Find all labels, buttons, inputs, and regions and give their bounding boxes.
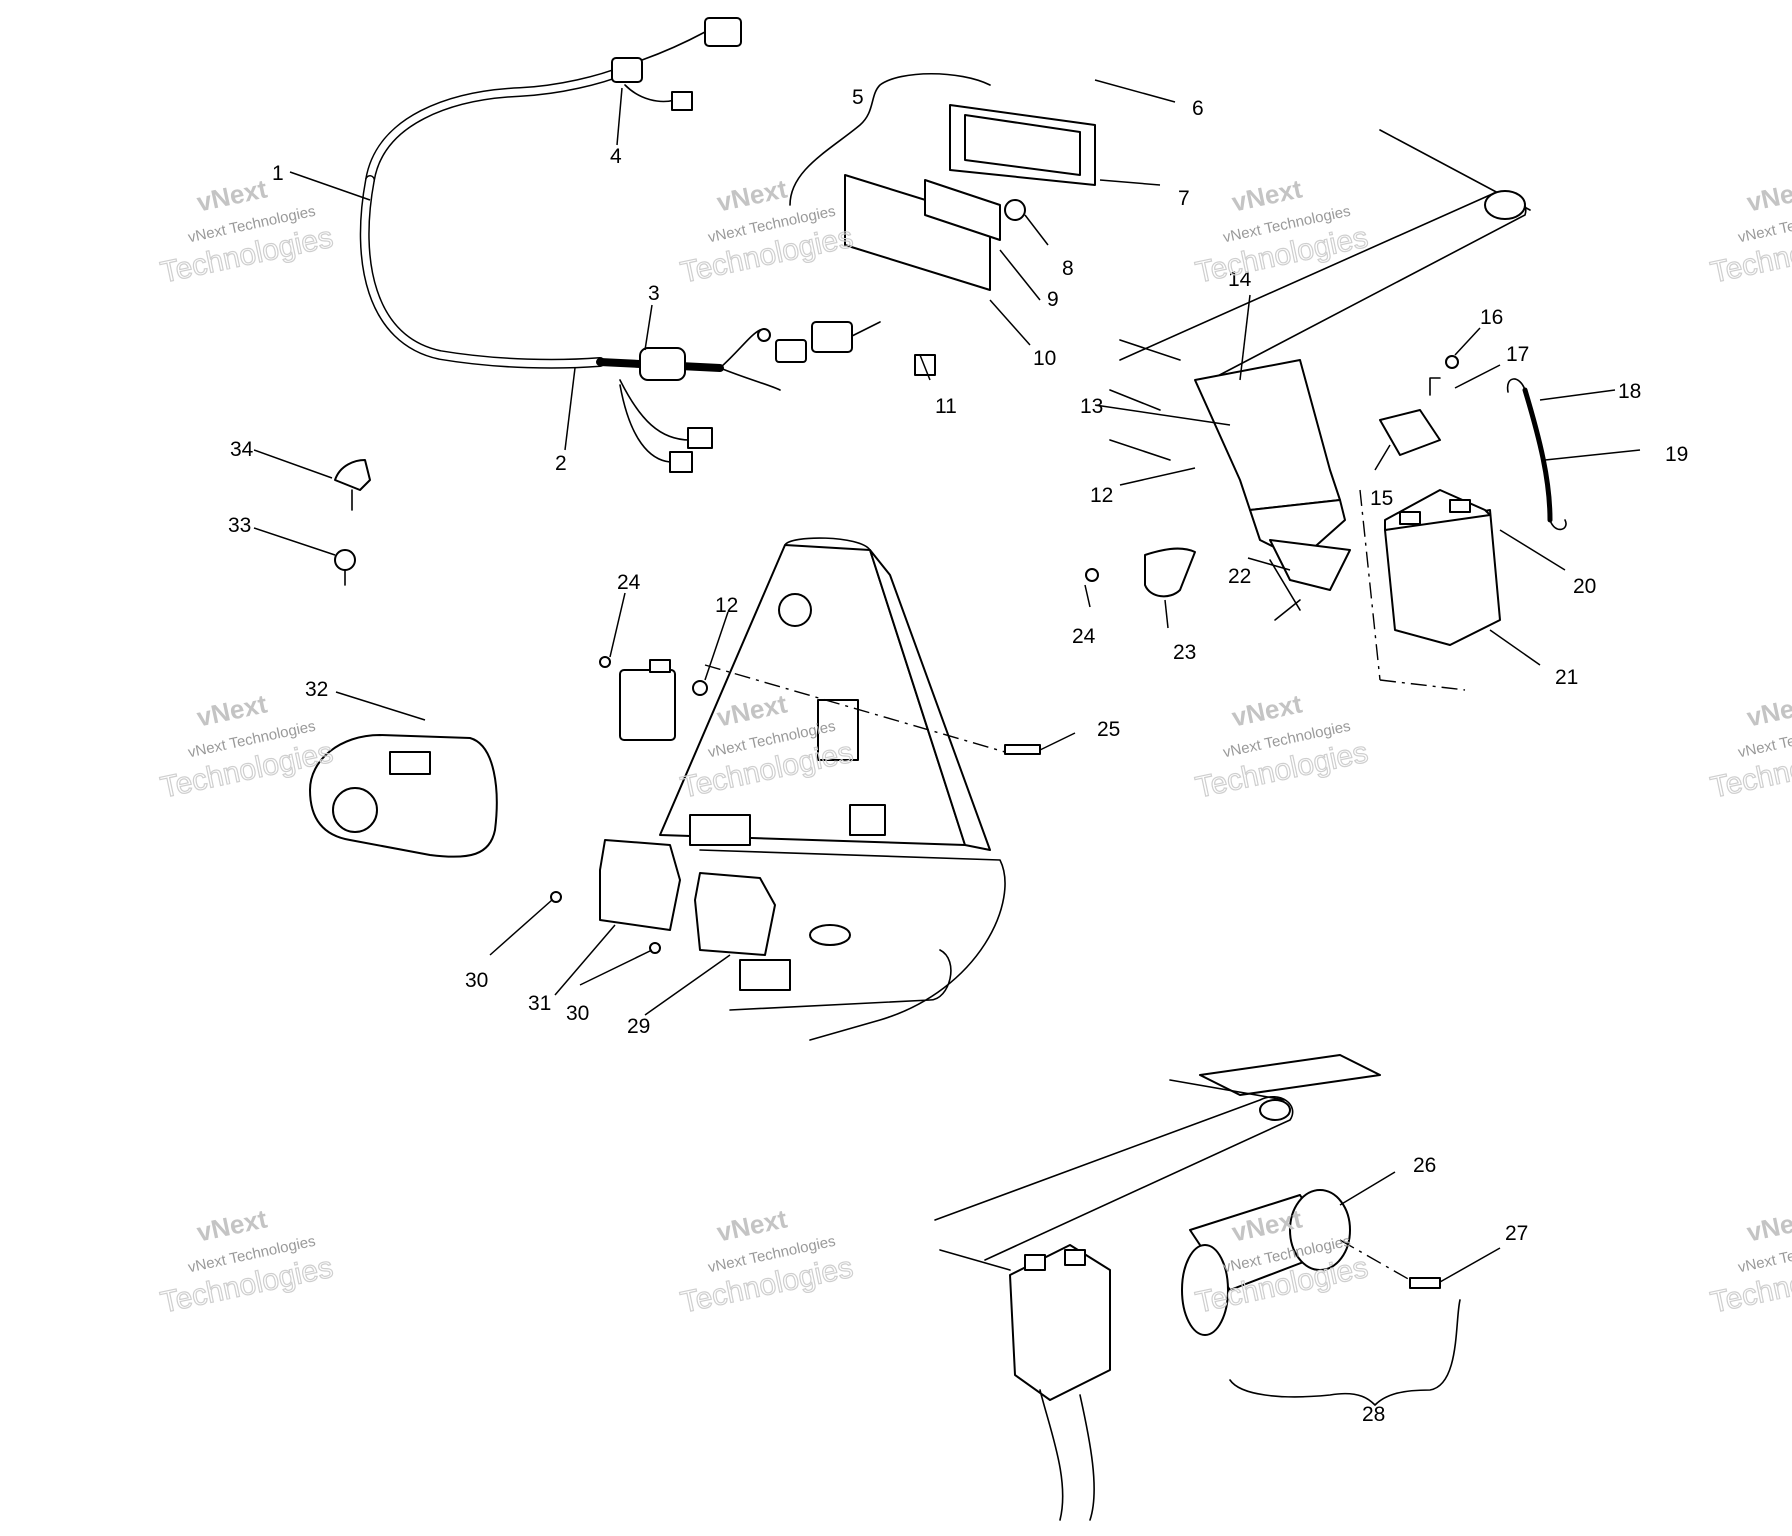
callout-32: 32 <box>305 678 328 701</box>
callout-16: 16 <box>1480 306 1503 329</box>
callout-30a: 30 <box>465 969 488 992</box>
callout-15: 15 <box>1370 487 1393 510</box>
callout-12a: 12 <box>1090 484 1113 507</box>
callout-1: 1 <box>272 162 284 185</box>
callout-23: 23 <box>1173 641 1196 664</box>
svg-text:vNext: vNext <box>714 173 790 217</box>
watermark-2: vNext vNext Technologies Technologies <box>677 173 856 290</box>
callout-8: 8 <box>1062 257 1074 280</box>
watermark-10: vNext vNext Technologies Technologies <box>677 1203 856 1320</box>
watermark-7: vNext vNext Technologies Technologies <box>1192 688 1371 805</box>
svg-text:vNext: vNext <box>194 173 270 217</box>
callout-24b: 24 <box>617 571 641 594</box>
svg-text:vNext: vNext <box>1229 688 1305 732</box>
svg-text:vNext: vNext <box>1229 173 1305 217</box>
watermark-3: vNext vNext Technologies Technologies <box>1192 173 1371 290</box>
callout-6: 6 <box>1192 97 1204 120</box>
callout-13: 13 <box>1080 395 1103 418</box>
svg-text:vNext: vNext <box>194 1203 270 1247</box>
callout-7: 7 <box>1178 187 1190 210</box>
frame-battery-area <box>1085 129 1567 1096</box>
callout-18: 18 <box>1618 380 1641 403</box>
svg-text:vNext: vNext <box>1744 1203 1792 1247</box>
callout-30b: 30 <box>566 1002 589 1025</box>
callout-25: 25 <box>1097 718 1120 741</box>
callout-29: 29 <box>627 1015 650 1038</box>
callout-12b: 12 <box>715 594 738 617</box>
callout-17: 17 <box>1506 343 1529 366</box>
callout-22: 22 <box>1228 565 1251 588</box>
callout-2: 2 <box>555 452 567 475</box>
reservoir <box>309 734 498 858</box>
watermark-12: vNext vNext Technologies Technologies <box>1707 1203 1792 1320</box>
svg-text:vNext: vNext <box>714 1203 790 1247</box>
callout-33: 33 <box>228 514 251 537</box>
callout-11: 11 <box>935 395 957 418</box>
watermark-8: vNext vNext Technologies Technologies <box>1707 688 1792 805</box>
callout-14: 14 <box>1228 268 1252 291</box>
callout-34: 34 <box>230 438 254 461</box>
callout-28: 28 <box>1362 1403 1385 1426</box>
callout-26: 26 <box>1413 1154 1436 1177</box>
watermark-9: vNext vNext Technologies Technologies <box>157 1203 336 1320</box>
callout-24a: 24 <box>1072 625 1096 648</box>
callout-3: 3 <box>648 282 660 305</box>
small-fasteners-left <box>334 459 371 586</box>
callout-31: 31 <box>528 992 551 1015</box>
callout-4: 4 <box>610 145 622 168</box>
leader-lines <box>253 79 1641 1283</box>
bottom-frame-starter <box>934 1079 1461 1521</box>
svg-text:vNext: vNext <box>1744 688 1792 732</box>
callout-19: 19 <box>1665 443 1688 466</box>
wiring-harness <box>359 17 881 473</box>
watermark-1: vNext vNext Technologies Technologies <box>157 173 336 290</box>
callout-labels: 1 2 3 4 5 6 7 8 9 10 11 12 12 13 14 15 1… <box>228 86 1688 1426</box>
taillight-assembly <box>789 73 1096 376</box>
watermark-4: vNext vNext Technologies Technologies <box>1707 173 1792 290</box>
callout-9: 9 <box>1047 288 1059 311</box>
callout-21: 21 <box>1555 666 1578 689</box>
svg-text:vNext: vNext <box>1744 173 1792 217</box>
callout-10: 10 <box>1033 347 1056 370</box>
callout-20: 20 <box>1573 575 1596 598</box>
callout-5: 5 <box>852 86 864 109</box>
callout-27: 27 <box>1505 1222 1528 1245</box>
mounting-plate <box>550 537 1041 1041</box>
svg-text:vNext: vNext <box>194 688 270 732</box>
